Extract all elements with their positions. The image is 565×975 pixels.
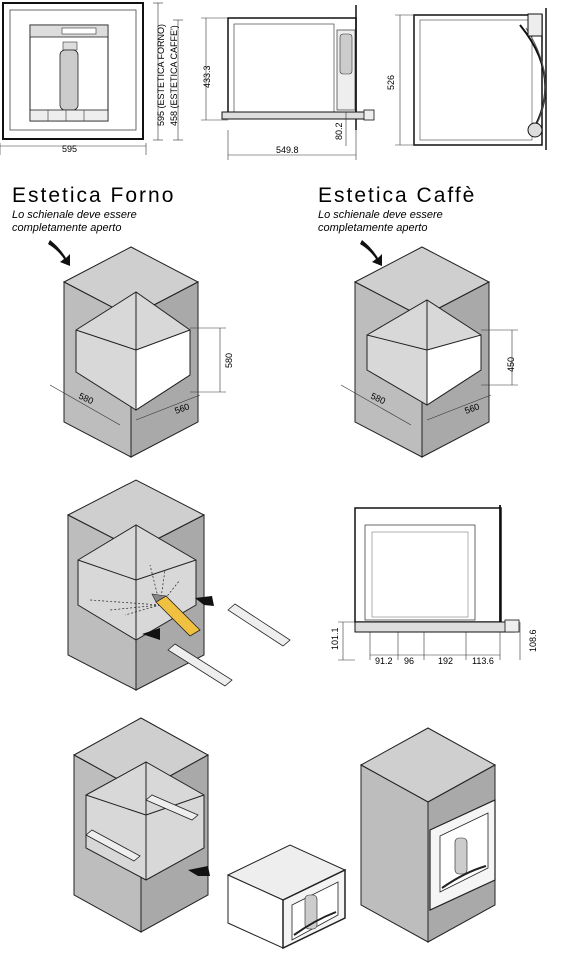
front-height-caffe-label: 458 (ESTETICA CAFFE') (169, 25, 179, 126)
rail-section-drawing (338, 505, 521, 661)
caffe-height-label: 450 (506, 357, 516, 372)
side-height-label: 433.3 (202, 65, 212, 88)
caffe-width-label: 560 (463, 401, 481, 416)
finished-cabinet (359, 727, 497, 943)
front-width-label: 595 (62, 144, 77, 154)
rail-height-left-label: 101.1 (330, 627, 340, 650)
side-offset-label: 80.2 (334, 122, 344, 140)
caffe-arrow-icon (360, 240, 382, 266)
caffe-note-line1: Lo schienale deve essere (318, 209, 443, 221)
forno-note-line1: Lo schienale deve essere (12, 209, 137, 221)
drilling-cabinet (66, 479, 291, 691)
rail-spacing-1: 91.2 (375, 656, 393, 666)
forno-note-line2: completamente aperto (12, 222, 121, 234)
forno-width-label: 560 (173, 401, 191, 416)
forno-cabinet (49, 246, 226, 458)
side-right-height-label: 526 (386, 75, 396, 90)
side-depth-label: 549.8 (276, 145, 299, 155)
forno-height-label: 580 (224, 353, 234, 368)
caffe-note-line2: completamente aperto (318, 222, 427, 234)
rail-spacing-2: 96 (404, 656, 414, 666)
front-view (0, 2, 183, 155)
cabinet-with-rails (72, 717, 210, 933)
caffe-title: Estetica Caffè (318, 184, 476, 207)
rail-spacing-4: 113.6 (472, 656, 494, 666)
appliance-insert (226, 844, 347, 950)
rail-spacing-3: 192 (438, 656, 453, 666)
caffe-cabinet (340, 246, 518, 458)
side-view-right (395, 8, 547, 150)
side-view (201, 5, 375, 160)
front-height-forno-label: 595 (ESTETICA FORNO) (156, 24, 166, 126)
forno-arrow-icon (48, 240, 70, 266)
rail-height-right-label: 108.6 (528, 629, 538, 652)
forno-title: Estetica Forno (12, 184, 175, 207)
